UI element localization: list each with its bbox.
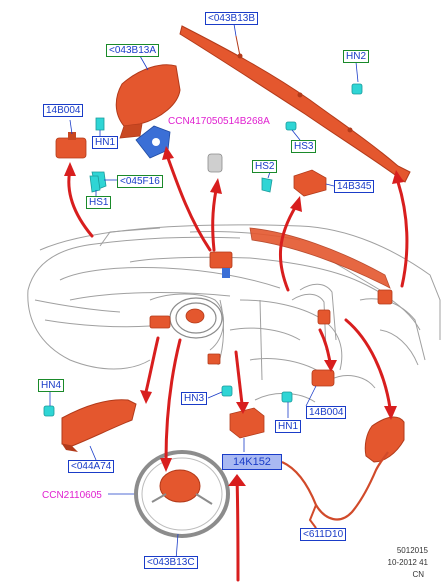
restraint-control-module — [229, 407, 265, 439]
car-rear-part — [377, 289, 393, 305]
footer-date: 10-2012 41 — [387, 558, 428, 567]
car-knee-airbag — [149, 315, 171, 329]
bolt-hn1-left — [95, 117, 105, 131]
label-steering-airbag: <043B13C — [144, 556, 198, 569]
steering-airbag-module — [159, 469, 201, 503]
label-left-sensor: 14B004 — [43, 104, 84, 117]
knee-airbag — [61, 399, 137, 447]
car-side-curtain — [249, 227, 391, 289]
passenger-airbag-edge — [119, 123, 143, 139]
bolt-hn1-right — [281, 391, 293, 403]
bolt-hn2 — [351, 83, 363, 95]
label-hs1: HS1 — [86, 196, 112, 209]
car-interior-outline — [27, 224, 441, 403]
bolt-hs2 — [261, 177, 273, 193]
harness-branch — [308, 504, 317, 529]
label-hn4: HN4 — [38, 379, 65, 392]
wiring-harness — [281, 451, 389, 521]
footer-region: CN — [412, 570, 424, 579]
label-hn1-left: HN1 — [92, 136, 119, 149]
side-airbag — [364, 416, 405, 463]
bolt-hs3 — [285, 121, 297, 131]
label-hn1-right: HN1 — [275, 420, 302, 433]
passenger-airbag-module — [115, 64, 181, 127]
bolt-hn3 — [221, 385, 233, 397]
footer-code: 5012015 — [396, 546, 428, 555]
curtain-tether — [235, 35, 241, 57]
label-hn3: HN3 — [181, 392, 208, 405]
car-blue-marker — [222, 268, 230, 278]
bracket-hole — [152, 138, 160, 146]
label-passenger-airbag: <043B13A — [106, 44, 159, 57]
arrow-heads — [64, 146, 404, 486]
right-top-sensor — [293, 169, 327, 197]
label-045f16: <045F16 — [117, 175, 163, 188]
label-knee-airbag: <044A74 — [68, 460, 115, 473]
label-hs3: HS3 — [291, 140, 317, 153]
label-right-bottom-sensor: 14B004 — [306, 406, 347, 419]
label-right-top-sensor: 14B345 — [334, 180, 375, 193]
label-wiring-harness: <611D10 — [300, 528, 347, 541]
car-steering-airbag — [185, 308, 205, 324]
curtain-clip-3 — [347, 127, 353, 133]
curtain-airbag — [179, 25, 411, 183]
car-module — [207, 353, 221, 365]
knee-airbag-base — [62, 444, 78, 452]
label-hn2: HN2 — [343, 50, 370, 63]
left-sensor — [55, 137, 87, 159]
label-control-module: 14K152 — [222, 454, 282, 470]
bolt-hs1 — [89, 175, 101, 193]
bolt-hn4 — [43, 405, 55, 417]
car-dash-airbag — [209, 251, 233, 269]
car-seat-sensor — [317, 309, 331, 325]
label-curtain-airbag: <043B13B — [205, 12, 258, 25]
bolts — [43, 83, 363, 417]
label-ccn-steering: CCN2110605 — [42, 490, 102, 501]
left-sensor-tab — [68, 132, 76, 140]
label-hs2: HS2 — [252, 160, 278, 173]
steering-wheel — [134, 450, 230, 538]
right-bottom-sensor — [311, 369, 335, 387]
label-ccn-clip: CCN417050514B268A — [168, 116, 270, 127]
trim-clip — [207, 153, 223, 173]
curtain-clip-2 — [297, 92, 303, 98]
